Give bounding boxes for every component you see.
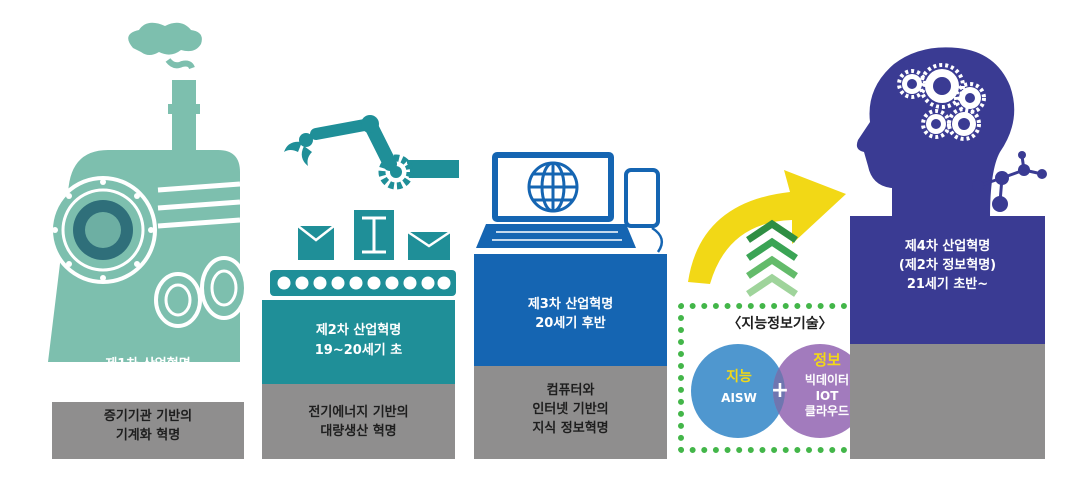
stage4-title: 제4차 산업혁명	[904, 239, 991, 254]
stage3-panel	[474, 254, 667, 366]
stage1-description-box: 증기기관 기반의 기계화 혁명	[52, 402, 244, 459]
stage4-subtitle: (제2차 정보혁명)	[898, 258, 997, 273]
stage1-title: 제1차 산업혁명	[105, 357, 191, 372]
stage3-description-box: 컴퓨터와 인터넷 기반의 지식 정보혁명	[474, 366, 667, 459]
curved-arrow-icon	[688, 170, 846, 284]
venn-left-title: 지능	[726, 369, 752, 385]
stage2-panel	[262, 300, 455, 384]
venn-left-items: AISW	[721, 391, 757, 405]
stage2-period: 19~20세기 초	[314, 343, 403, 358]
molecule-network-icon	[972, 151, 1047, 212]
venn-right-title: 정보	[813, 351, 841, 369]
stage3-title: 제3차 산업혁명	[527, 297, 614, 312]
stage3-period: 20세기 후반	[535, 316, 606, 331]
up-chevrons-icon	[746, 219, 798, 297]
stage2-description: 전기에너지 기반의 대량생산 혁명	[308, 405, 409, 439]
stage1-period: 18세기	[126, 375, 169, 390]
venn-circles	[691, 344, 867, 438]
laptop-globe-icon	[476, 152, 664, 253]
stage3-description: 컴퓨터와 인터넷 기반의 지식 정보혁명	[532, 383, 609, 436]
stage1-description: 증기기관 기반의 기계화 혁명	[103, 409, 193, 443]
info-tech-heading: 〈지능정보기술〉	[727, 316, 833, 332]
venn-plus: +	[770, 378, 790, 403]
venn-right-items: 빅데이터 IOT 클라우드	[804, 373, 850, 419]
stage4-panel	[850, 216, 1045, 344]
steam-locomotive-icon	[48, 22, 248, 362]
stage2-description-box: 전기에너지 기반의 대량생산 혁명	[262, 384, 455, 459]
stage4-description-box	[850, 344, 1045, 459]
boxes-on-conveyor-icon	[270, 210, 456, 296]
stage4-period: 21세기 초반~	[906, 277, 989, 292]
robot-arm-icon	[284, 115, 459, 190]
stage2-title: 제2차 산업혁명	[315, 323, 402, 338]
human-head-gears-icon	[856, 47, 1015, 218]
smartphone-icon	[624, 168, 660, 228]
